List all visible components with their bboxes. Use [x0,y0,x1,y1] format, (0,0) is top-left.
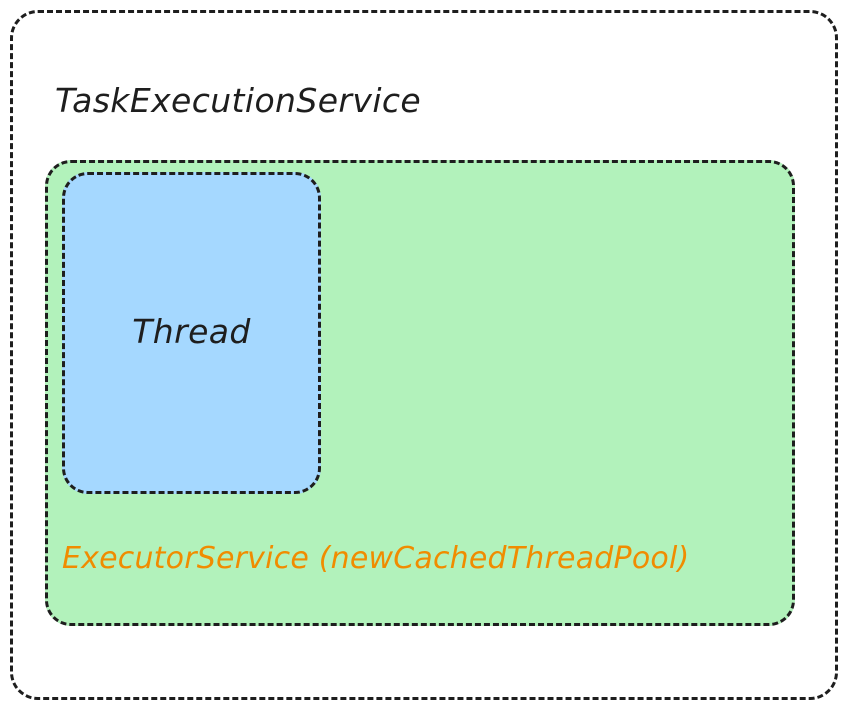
executor-service-label: ExecutorService (newCachedThreadPool) [62,541,690,576]
thread-container[interactable] [62,172,321,494]
thread-label: Thread [132,312,251,351]
task-execution-service-label: TaskExecutionService [55,81,422,120]
